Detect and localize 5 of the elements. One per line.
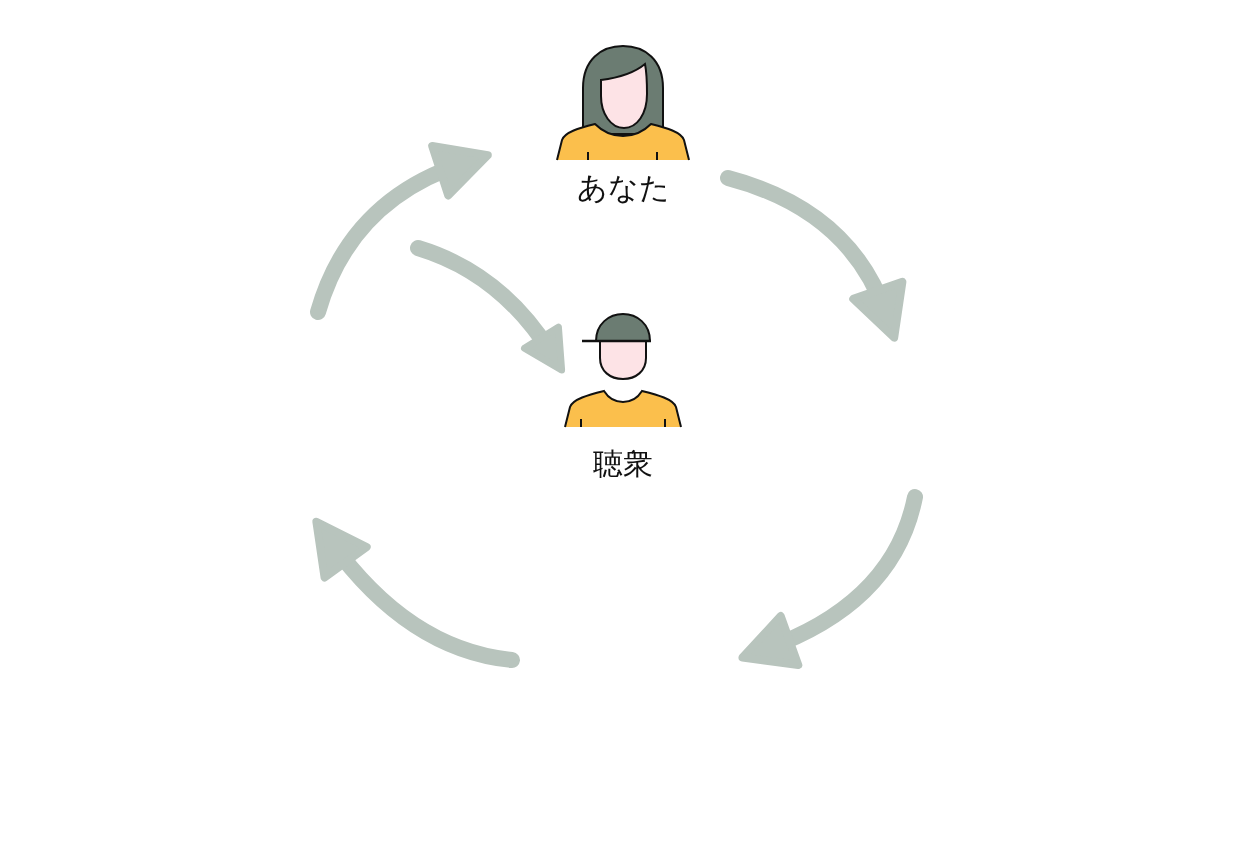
person-label: 聴衆 [593,446,653,482]
arrow [720,170,906,342]
arrow [310,143,492,320]
person-label: あなた [576,170,670,206]
arrow [410,240,566,374]
